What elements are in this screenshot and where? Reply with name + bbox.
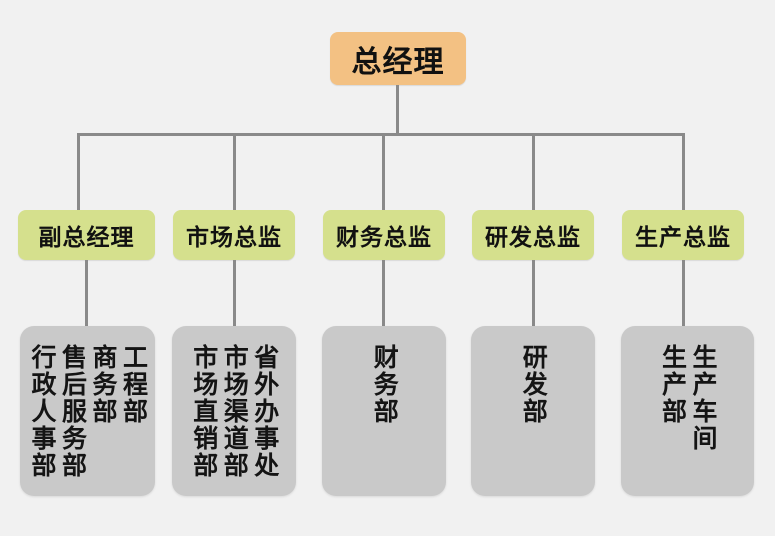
org-node-marketing-director[interactable]: 市场总监 [173,210,295,260]
dept-label: 售后服务部 [58,344,88,479]
dept-label-columns: 省外办事处 市场渠道部 市场直销部 [189,344,280,496]
connector-dept-stem-3 [382,260,385,326]
org-node-deputy-general-manager[interactable]: 副总经理 [18,210,155,260]
dept-label: 行政人事部 [28,344,57,479]
dept-label-columns: 研发部 [519,344,549,496]
dept-label: 商务部 [89,344,118,425]
org-node-production-director[interactable]: 生产总监 [622,210,744,260]
org-node-label: 研发总监 [485,225,581,251]
dept-label: 生产部 [658,344,688,425]
connector-dept-stem-2 [233,260,236,326]
connector-drop-3 [382,135,385,210]
org-node-label: 市场总监 [186,225,282,251]
connector-drop-5 [682,135,685,210]
dept-label-columns: 生产车间 生产部 [658,344,719,496]
dept-label: 省外办事处 [250,344,280,479]
dept-label: 生产车间 [689,344,718,452]
org-dept-group-production-director[interactable]: 生产车间 生产部 [621,326,754,496]
org-node-general-manager[interactable]: 总经理 [330,32,466,85]
dept-label: 市场渠道部 [220,344,250,479]
connector-drop-4 [532,135,535,210]
dept-label: 研发部 [519,344,549,425]
org-dept-group-finance-director[interactable]: 财务部 [322,326,446,496]
connector-dept-stem-5 [682,260,685,326]
connector-dept-stem-1 [85,260,88,326]
connector-drop-1 [77,135,80,210]
dept-label-columns: 财务部 [370,344,400,496]
connector-drop-2 [233,135,236,210]
org-node-rd-director[interactable]: 研发总监 [472,210,594,260]
org-node-label: 财务总监 [336,225,432,251]
org-node-label: 生产总监 [635,225,731,251]
org-node-label: 副总经理 [38,225,135,251]
org-dept-group-marketing-director[interactable]: 省外办事处 市场渠道部 市场直销部 [172,326,296,496]
dept-label: 工程部 [119,344,149,425]
org-dept-group-rd-director[interactable]: 研发部 [471,326,595,496]
org-node-label: 总经理 [351,44,445,80]
dept-label: 财务部 [370,344,400,425]
connector-horizontal-bus [77,133,685,136]
connector-top-stem [396,85,399,135]
org-node-finance-director[interactable]: 财务总监 [323,210,445,260]
dept-label-columns: 工程部 商务部 售后服务部 行政人事部 [28,344,149,496]
org-dept-group-deputy-general-manager[interactable]: 工程部 商务部 售后服务部 行政人事部 [20,326,155,496]
dept-label: 市场直销部 [189,344,219,479]
connector-dept-stem-4 [532,260,535,326]
